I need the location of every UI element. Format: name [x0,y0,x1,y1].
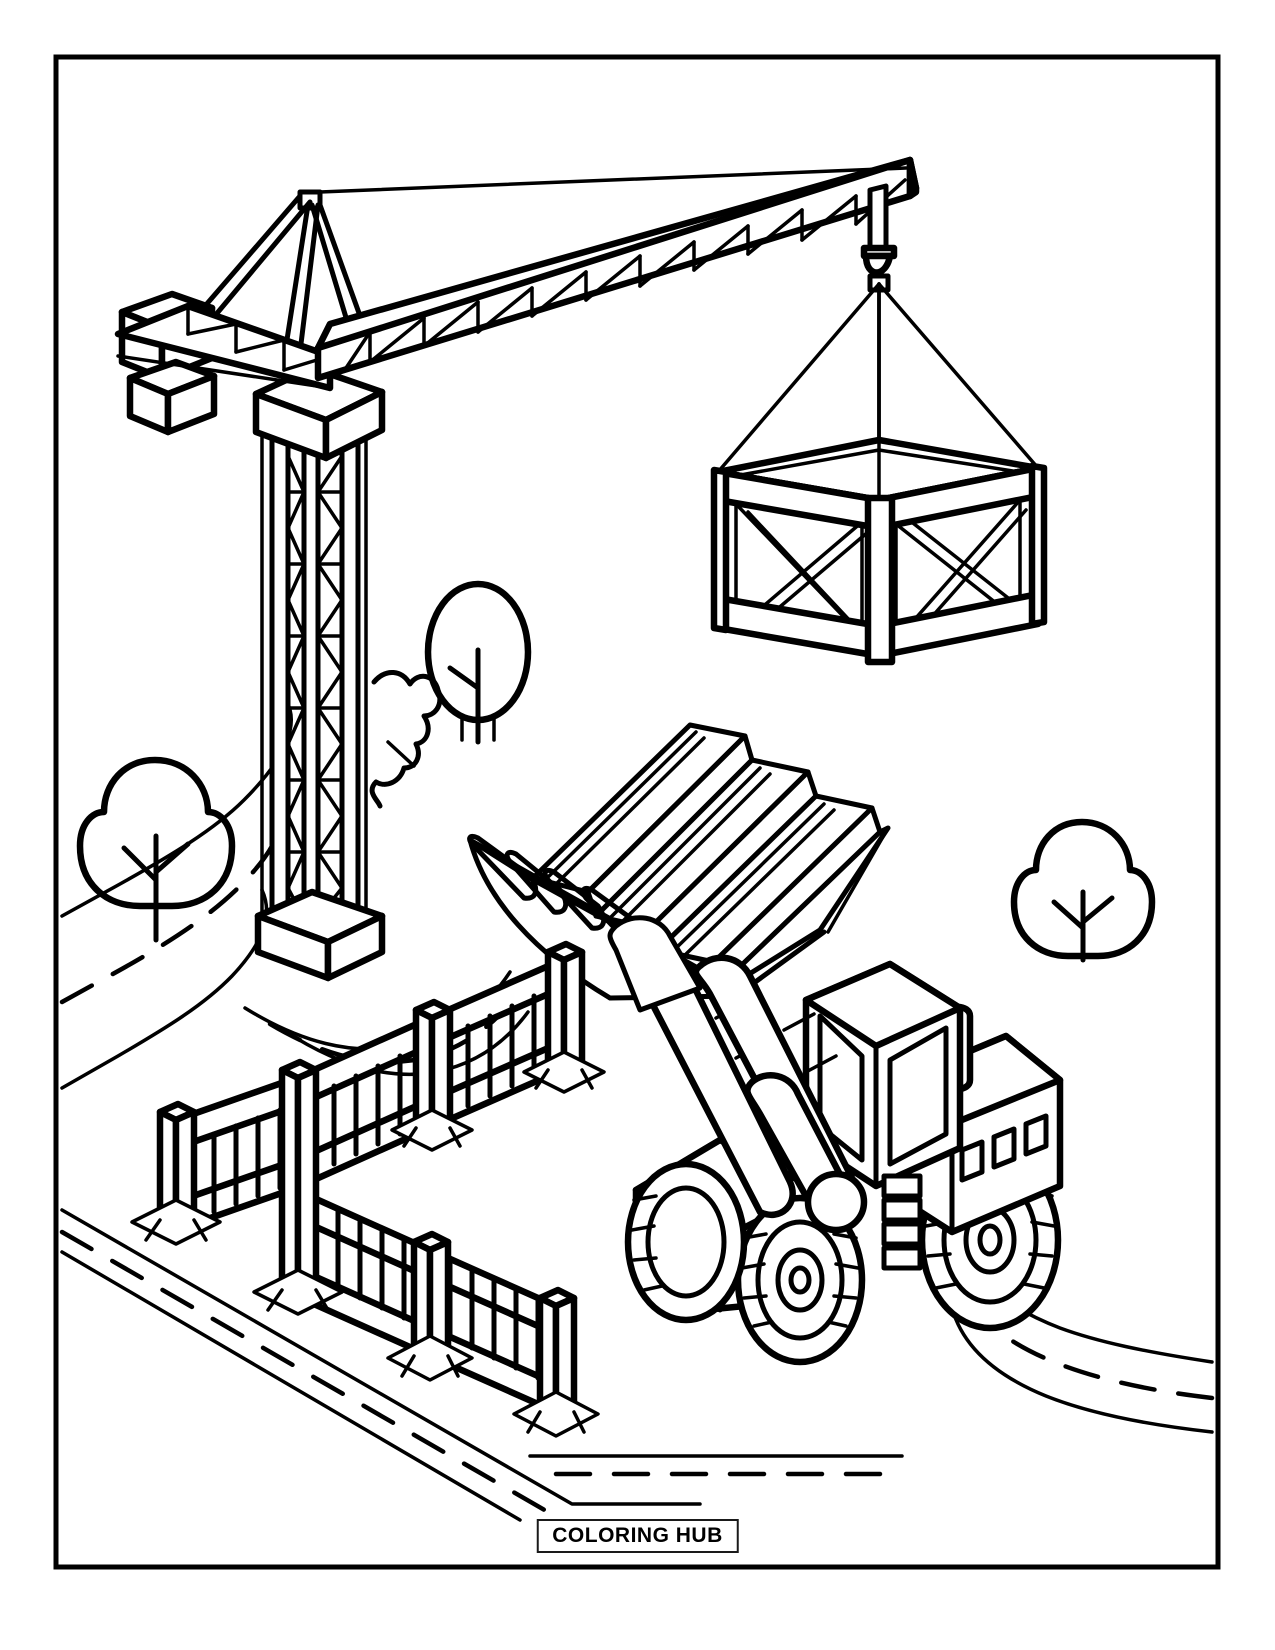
loader-arm-pivot [607,915,703,1013]
fence-post-4 [522,940,606,1094]
footer-brand-badge: COLORING HUB [536,1519,739,1553]
jib-lattice-bays [344,178,907,370]
tree-left [76,756,236,943]
fence-post-2 [252,1058,344,1316]
suspended-crate [710,282,1048,666]
loader-front-wheel [734,1194,866,1366]
sheet-ridges [530,722,883,987]
mast-lattice-right [316,454,344,920]
fence-post-1 [130,1100,222,1246]
crate-corner-posts [710,462,1048,666]
crane-base-block [254,888,386,982]
tree-center [424,580,532,745]
construction-fence [130,940,606,1438]
road-lower-left [59,1208,702,1522]
loader-cab [802,960,964,1190]
corrugated-sheets [467,722,891,1001]
mast-lattice-left [286,454,306,920]
tree-right [1010,818,1156,963]
wheel-loader [607,915,1064,1366]
tower-crane [114,156,920,982]
bush-behind-mast [369,670,443,809]
fence-post-3 [390,998,474,1152]
crane-lattice-mast [260,428,368,933]
loader-steps [881,1173,923,1271]
fence-post-6 [512,1286,600,1438]
crane-main-jib [314,156,920,382]
road-bottom [528,1454,904,1477]
loader-hydraulic-cylinder [744,1072,868,1234]
crate-slings [716,282,1040,474]
fence-post-5 [386,1230,474,1382]
loader-inner-wheel [624,1160,748,1324]
crane-counter-jib [114,302,334,392]
loader-grille-vents [959,1113,1049,1183]
